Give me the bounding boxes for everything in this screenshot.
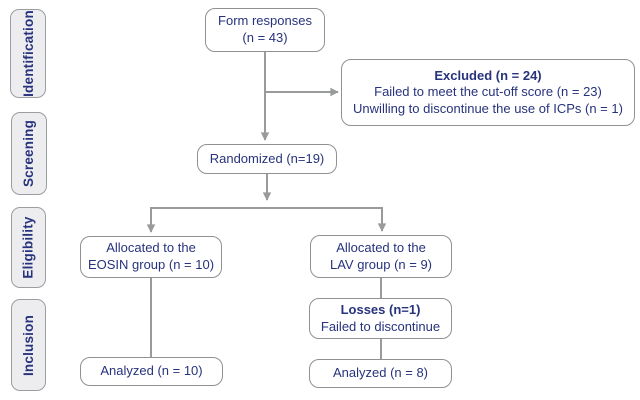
stage-inclusion: Inclusion: [11, 299, 46, 391]
randomized-label: Randomized (n=19): [209, 150, 325, 166]
allocated-lav-line2: LAV group (n = 9): [329, 256, 432, 272]
losses-title: Losses (n=1): [340, 301, 421, 317]
allocated-eosin-line2: EOSIN group (n = 10): [87, 257, 215, 272]
analyzed-eosin-label: Analyzed (n = 10): [100, 363, 203, 379]
form-responses-line1: Form responses: [218, 13, 312, 29]
allocated-lav-line1: Allocated to the: [336, 239, 426, 255]
stage-eligibility-label: Eligibility: [21, 216, 36, 279]
stage-eligibility: Eligibility: [11, 207, 46, 288]
allocated-eosin-line1: Allocated to the: [106, 240, 196, 256]
stage-identification-label: Identification: [20, 10, 36, 97]
node-randomized: Randomized (n=19): [197, 144, 337, 174]
stage-screening-label: Screening: [21, 119, 37, 188]
node-excluded: Excluded (n = 24) Failed to meet the cut…: [341, 59, 635, 126]
excluded-reason-2: Unwilling to discontinue the use of ICPs…: [353, 100, 623, 116]
node-analyzed-lav: Analyzed (n = 8): [309, 359, 452, 388]
node-form-responses: Form responses (n = 43): [205, 8, 325, 52]
form-responses-count: (n = 43): [242, 30, 288, 45]
losses-detail: Failed to discontinue: [320, 318, 441, 334]
stage-screening: Screening: [11, 112, 47, 195]
node-allocated-lav: Allocated to the LAV group (n = 9): [310, 235, 452, 278]
node-allocated-eosin: Allocated to the EOSIN group (n = 10): [80, 236, 222, 278]
analyzed-lav-label: Analyzed (n = 8): [332, 365, 429, 381]
stage-inclusion-label: Inclusion: [21, 314, 36, 376]
excluded-reason-1: Failed to meet the cut-off score (n = 23…: [374, 84, 602, 100]
node-losses: Losses (n=1) Failed to discontinue: [309, 298, 452, 339]
node-analyzed-eosin: Analyzed (n = 10): [80, 357, 223, 386]
stage-identification: Identification: [10, 9, 46, 98]
excluded-title: Excluded (n = 24): [434, 67, 542, 83]
